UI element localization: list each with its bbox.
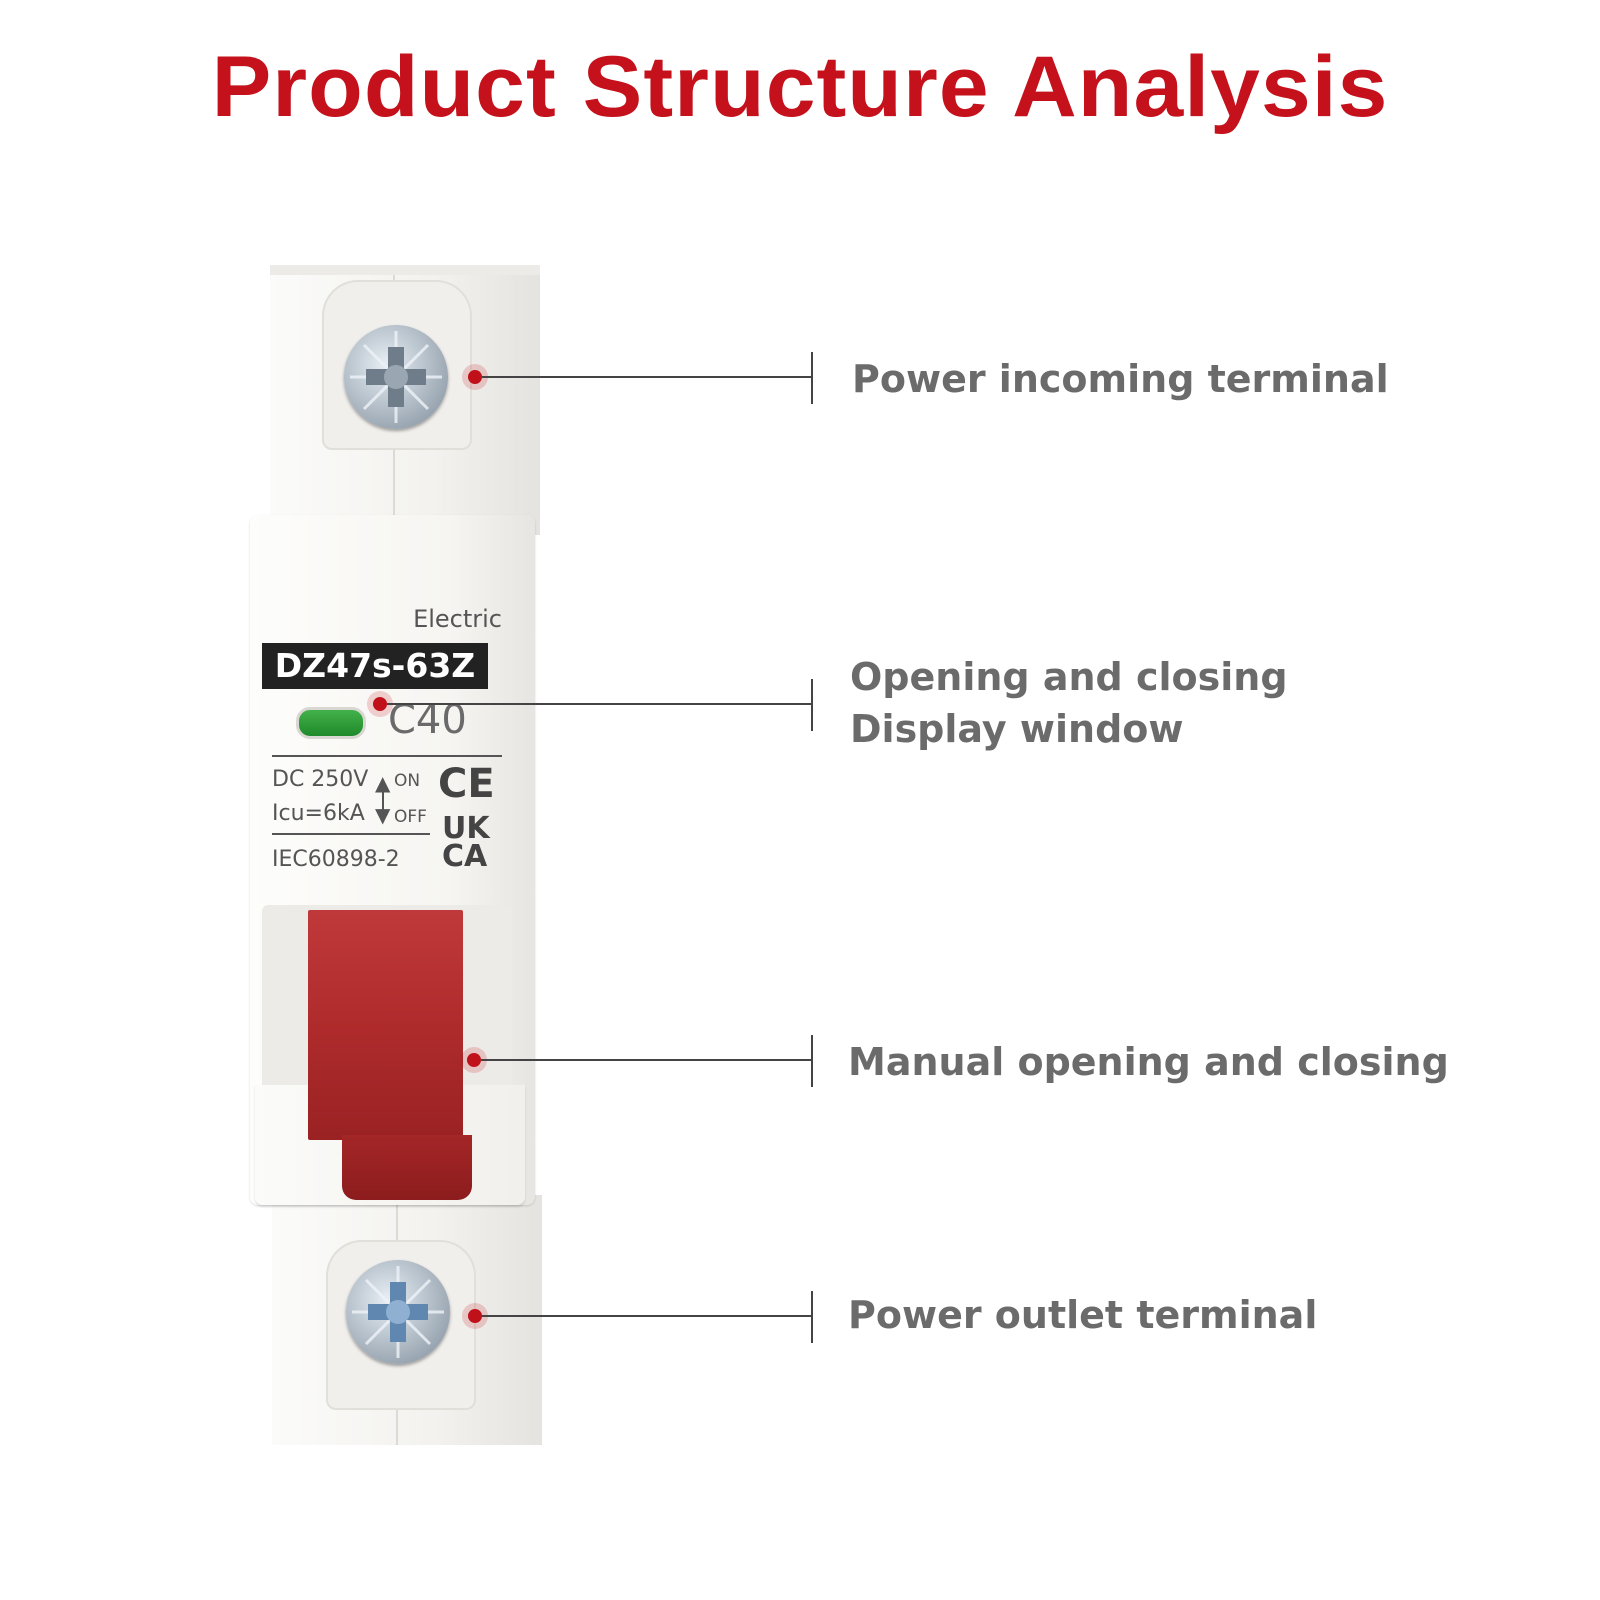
- ce-mark: CE: [438, 761, 495, 807]
- callout-label-line-2: Display window: [850, 707, 1184, 751]
- callout-tick: [811, 1291, 813, 1343]
- callout-label: Manual opening and closing: [848, 1040, 1449, 1084]
- callout-tick: [811, 679, 813, 731]
- callout-marker: [468, 1309, 482, 1323]
- label-divider: [272, 833, 430, 835]
- callout-line: [482, 376, 812, 378]
- callout-line: [482, 1315, 812, 1317]
- callout-tick: [811, 1035, 813, 1087]
- page-title: Product Structure Analysis: [211, 39, 1389, 135]
- voltage-spec: DC 250V: [272, 767, 369, 792]
- callout-marker: [468, 370, 482, 384]
- model-number: DZ47s-63Z: [262, 643, 488, 689]
- top-terminal-screw: [344, 325, 448, 429]
- on-label: ON: [394, 771, 421, 791]
- toggle-handle: [308, 910, 463, 1140]
- off-label: OFF: [394, 807, 427, 827]
- callout-label: Power incoming terminal: [852, 357, 1389, 401]
- toggle-handle-tip: [342, 1135, 472, 1200]
- standard-spec: IEC60898-2: [272, 847, 400, 872]
- icu-spec: Icu=6kA: [272, 801, 365, 826]
- brand-text: Electric: [413, 605, 502, 633]
- callout-line: [481, 1059, 812, 1061]
- bottom-terminal-screw: [346, 1260, 450, 1364]
- status-display-window: [296, 707, 366, 739]
- product-label: Electric DZ47s-63Z C40 DC 250V Icu=6kA ▲…: [262, 595, 502, 895]
- callout-line: [387, 703, 812, 705]
- circuit-breaker-illustration: Electric DZ47s-63Z C40 DC 250V Icu=6kA ▲…: [250, 265, 550, 1455]
- ukca-mark-bottom: CA: [442, 839, 488, 874]
- ukca-mark-top: UK: [442, 811, 490, 846]
- arrow-shaft: [382, 787, 384, 811]
- label-divider: [272, 755, 502, 757]
- callout-marker: [373, 697, 387, 711]
- callout-marker: [467, 1053, 481, 1067]
- callout-label-line-1: Opening and closing: [850, 655, 1288, 699]
- callout-tick: [811, 352, 813, 404]
- up-arrow-icon: ▲: [375, 771, 391, 795]
- callout-label: Power outlet terminal: [848, 1293, 1318, 1337]
- down-arrow-icon: ▼: [375, 803, 391, 827]
